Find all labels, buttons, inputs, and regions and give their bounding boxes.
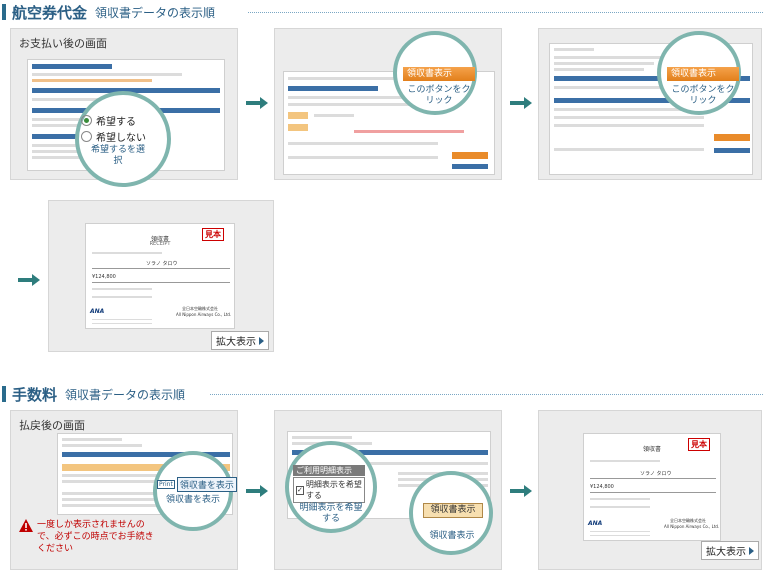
s1-p2-receipt-button[interactable]: 領収書表示 [403,67,475,81]
section2-subtitle: 領収書データの表示順 [65,387,186,402]
print-icon: Print [157,480,175,489]
s2-panel2-caption2: 領収書表示 [429,531,475,541]
s1-receipt-company-en: All Nippon Airways Co., Ltd. [176,312,232,317]
radio-unselected-icon [81,131,92,142]
s1-receipt-sub: RECEIPT [149,241,171,247]
s2-detail-checkbox-label: 明細表示を希望する [305,480,362,500]
warning-icon [19,519,33,532]
checkbox-checked-icon: ✓ [296,485,304,495]
s2-receipt-company-en: All Nippon Airways Co., Ltd. [664,524,720,529]
arrow-right-icon [18,274,40,286]
section1-subtitle: 領収書データの表示順 [95,5,216,20]
s2-p1-show-receipt-button[interactable]: Print 領収書を表示 [157,477,237,492]
s1-receipt-company: 全日本空輸株式会社 [182,306,218,311]
s1-zoom-label: 拡大表示 [216,337,256,348]
s1-radio-no-label: 希望しない [96,133,146,144]
section1-title: 航空券代金 [12,3,88,22]
s1-panel3-caption: このボタンをクリック [671,85,735,106]
triangle-right-icon [749,546,754,555]
s2-zoom-button[interactable]: 拡大表示 [701,541,759,560]
s2-sample-stamp: 見本 [688,438,710,451]
s1-receipt-payer: ソラノ タロウ [146,261,178,267]
section-bar [2,386,6,402]
s2-receipt-payer: ソラノ タロウ [640,471,672,477]
arrow-right-icon [246,97,268,109]
s2-receipt-amount: ¥124,800 [590,484,614,490]
section2-heading: 手数料 領収書データの表示順 [2,384,185,404]
s1-panel-confirm: 領収書表示 このボタンをクリック [274,28,502,180]
ana-logo: ANA [90,308,105,315]
s2-panel1-label: 払戻後の画面 [19,419,85,432]
s2-p1-button-label: 領収書を表示 [176,477,237,492]
s1-p3-receipt-button[interactable]: 領収書表示 [667,67,739,81]
s1-receipt-document: 領収書 RECEIPT 見本 ソラノ タロウ ¥124,800 ANA 全日本空… [85,223,235,329]
s2-detail-box-title: ご利用明細表示 [293,465,365,476]
s1-panel-receipt: 領収書 RECEIPT 見本 ソラノ タロウ ¥124,800 ANA 全日本空… [48,200,274,352]
s2-receipt-document: 領収書 見本 ソラノ タロウ ¥124,800 ANA 全日本空輸株式会社 Al… [583,433,721,541]
radio-selected-icon [81,115,92,126]
s2-panel-receipt: 領収書 見本 ソラノ タロウ ¥124,800 ANA 全日本空輸株式会社 Al… [538,410,762,570]
triangle-right-icon [259,336,264,345]
s1-p2-receipt-button-label: 領収書表示 [407,69,453,79]
s2-panel2-caption1: 明細表示を希望する [299,503,363,524]
s2-receipt-title: 領収書 [642,446,661,453]
arrow-right-icon [510,97,532,109]
s1-radio-no[interactable]: 希望しない [81,129,146,144]
s1-panel2-caption: このボタンをクリック [407,85,471,106]
s1-radio-yes[interactable]: 希望する [81,113,136,128]
s2-warning-text: 一度しか表示されませんので、必ずこの時点でお手続きください [37,520,154,554]
s1-radio-yes-label: 希望する [96,117,136,128]
s2-panel1-caption: 領収書を表示 [165,495,220,505]
s1-zoom-button[interactable]: 拡大表示 [211,331,269,350]
s1-panel-payment: お支払い後の画面 希望する 希望しない 希望するを選択 [10,28,238,187]
s2-receipt-button[interactable]: 領収書表示 [423,503,483,518]
s2-receipt-company: 全日本空輸株式会社 [670,518,706,523]
s2-detail-checkbox[interactable]: ✓ 明細表示を希望する [293,477,365,503]
s2-receipt-button-label: 領収書表示 [430,505,476,515]
section2-title: 手数料 [12,385,58,404]
arrow-right-icon [510,485,532,497]
s2-panel-detail: ご利用明細表示 ✓ 明細表示を希望する 明細表示を希望する 領収書表示 領収書表… [274,410,502,570]
s1-receipt-amount: ¥124,800 [92,274,116,280]
s1-panel-history: 領収書表示 このボタンをクリック [538,28,762,180]
s1-sample-stamp: 見本 [202,228,224,241]
s1-panel1-label: お支払い後の画面 [19,37,107,50]
s2-panel-refund: 払戻後の画面 Print 領収書を表示 領収書を表示 一度しか表示されませんので… [10,410,238,570]
s1-p3-receipt-button-label: 領収書表示 [671,69,717,79]
section1-heading: 航空券代金 領収書データの表示順 [2,2,215,22]
arrow-right-icon [246,485,268,497]
s1-receipt-title: 領収書 [150,236,169,243]
s1-panel1-caption: 希望するを選択 [90,145,145,166]
s2-zoom-label: 拡大表示 [706,547,746,558]
section1-divider [248,12,763,13]
section-bar [2,4,6,20]
ana-logo: ANA [588,520,603,527]
s2-panel1-screenshot [57,433,233,515]
section2-divider [210,394,763,395]
